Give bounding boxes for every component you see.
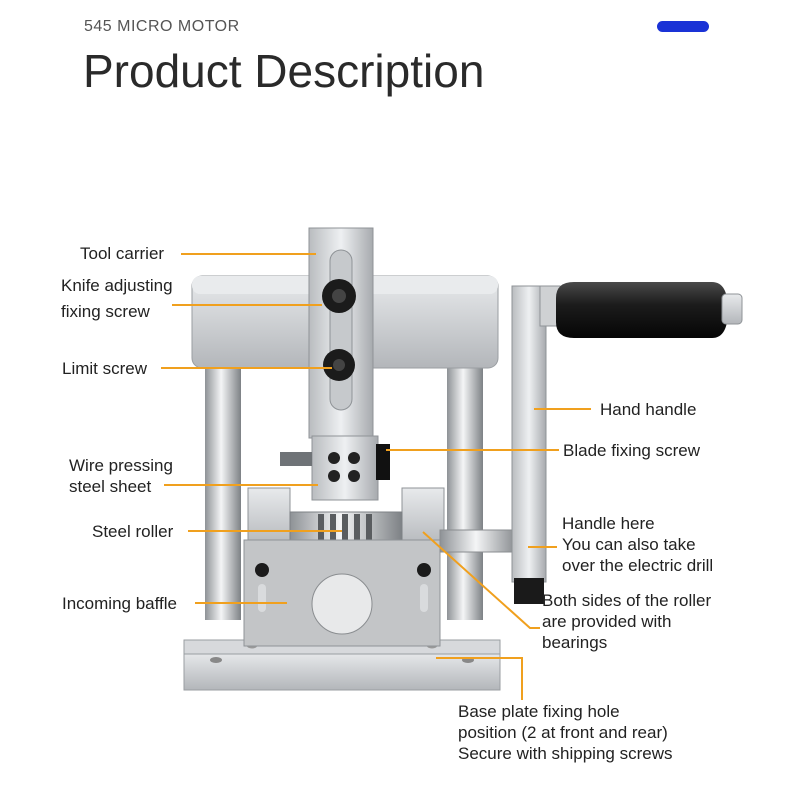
- limit-screw: [323, 349, 355, 381]
- incoming-baffle: [243, 539, 441, 647]
- callout-knife-adjusting-line2: fixing screw: [61, 302, 150, 321]
- callout-hand-handle: Hand handle: [600, 400, 697, 419]
- page-title: Product Description: [83, 45, 485, 97]
- callout-knife-adjusting-line1: Knife adjusting: [61, 276, 173, 295]
- callout-bearings-line2: are provided with: [542, 612, 672, 631]
- callout-handle-here-line2: You can also take: [562, 535, 696, 554]
- accent-pill: [657, 21, 709, 32]
- roller-housing: [247, 487, 445, 549]
- left-guide-rod: [205, 360, 241, 620]
- callout-bearings-line3: bearings: [542, 633, 608, 652]
- hand-handle-knob: [556, 282, 743, 338]
- callout-incoming-baffle: Incoming baffle: [62, 594, 177, 613]
- callout-handle-here-line1: Handle here: [562, 514, 655, 533]
- subtitle-tag: 545 MICRO MOTOR: [84, 18, 240, 35]
- callout-tool-carrier: Tool carrier: [80, 244, 165, 263]
- callout-leaders: [161, 253, 591, 700]
- callout-wire-pressing-line2: steel sheet: [69, 477, 152, 496]
- callout-handle-here-line3: over the electric drill: [562, 556, 714, 575]
- callout-blade-fixing-screw: Blade fixing screw: [563, 441, 701, 460]
- callout-limit-screw: Limit screw: [62, 359, 148, 378]
- callout-base-plate-line1: Base plate fixing hole: [458, 702, 620, 721]
- tool-carrier: [308, 227, 374, 439]
- base-plate: [183, 639, 501, 691]
- callout-base-plate-line3: Secure with shipping screws: [458, 744, 673, 763]
- callout-base-plate-line2: position (2 at front and rear): [458, 723, 668, 742]
- callout-wire-pressing-line1: Wire pressing: [69, 456, 173, 475]
- knife-adjusting-screw: [322, 279, 356, 313]
- callout-steel-roller: Steel roller: [92, 522, 174, 541]
- right-guide-rod: [447, 360, 483, 620]
- wire-pressing-block: [280, 435, 390, 501]
- callout-bearings-line1: Both sides of the roller: [542, 591, 712, 610]
- crank-assembly: [439, 285, 561, 604]
